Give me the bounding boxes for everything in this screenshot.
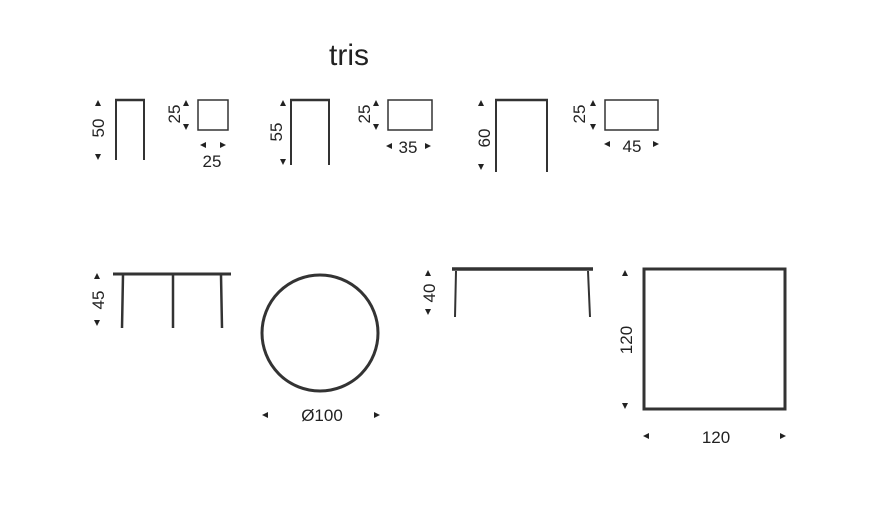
square-table-top-view: 120 120 [617, 267, 787, 447]
stool-3-height-label: 60 [475, 129, 494, 148]
stool-2-width-label: 35 [399, 138, 418, 157]
stool-1-height-label: 50 [89, 119, 108, 138]
stool-3-top-view: 25 45 [570, 99, 659, 156]
round-table-height-label: 45 [89, 291, 108, 310]
round-table-diameter-label: Ø100 [301, 406, 343, 425]
stool-3-width-label: 45 [623, 137, 642, 156]
stool-2-top-view: 25 35 [355, 99, 433, 157]
stool-1-side-view: 50 [89, 98, 145, 160]
square-table-width-label: 120 [702, 428, 730, 447]
square-table-depth-label: 120 [617, 326, 636, 354]
stool-1-top-view: 25 25 [165, 99, 229, 171]
square-table-side-view: 40 [420, 267, 593, 318]
stool-3-depth-label: 25 [570, 105, 589, 124]
round-table-side-view: 45 [89, 272, 231, 329]
product-title: tris [329, 39, 369, 72]
stool-1-depth-label: 25 [165, 105, 184, 124]
stool-3-side-view: 60 [475, 98, 548, 172]
stool-2-height-label: 55 [267, 123, 286, 142]
stool-1-width-label: 25 [203, 152, 222, 171]
stool-2-depth-label: 25 [355, 105, 374, 124]
square-table-height-label: 40 [420, 284, 439, 303]
stool-2-side-view: 55 [267, 98, 330, 165]
round-table-top-view: Ø100 [260, 273, 380, 425]
